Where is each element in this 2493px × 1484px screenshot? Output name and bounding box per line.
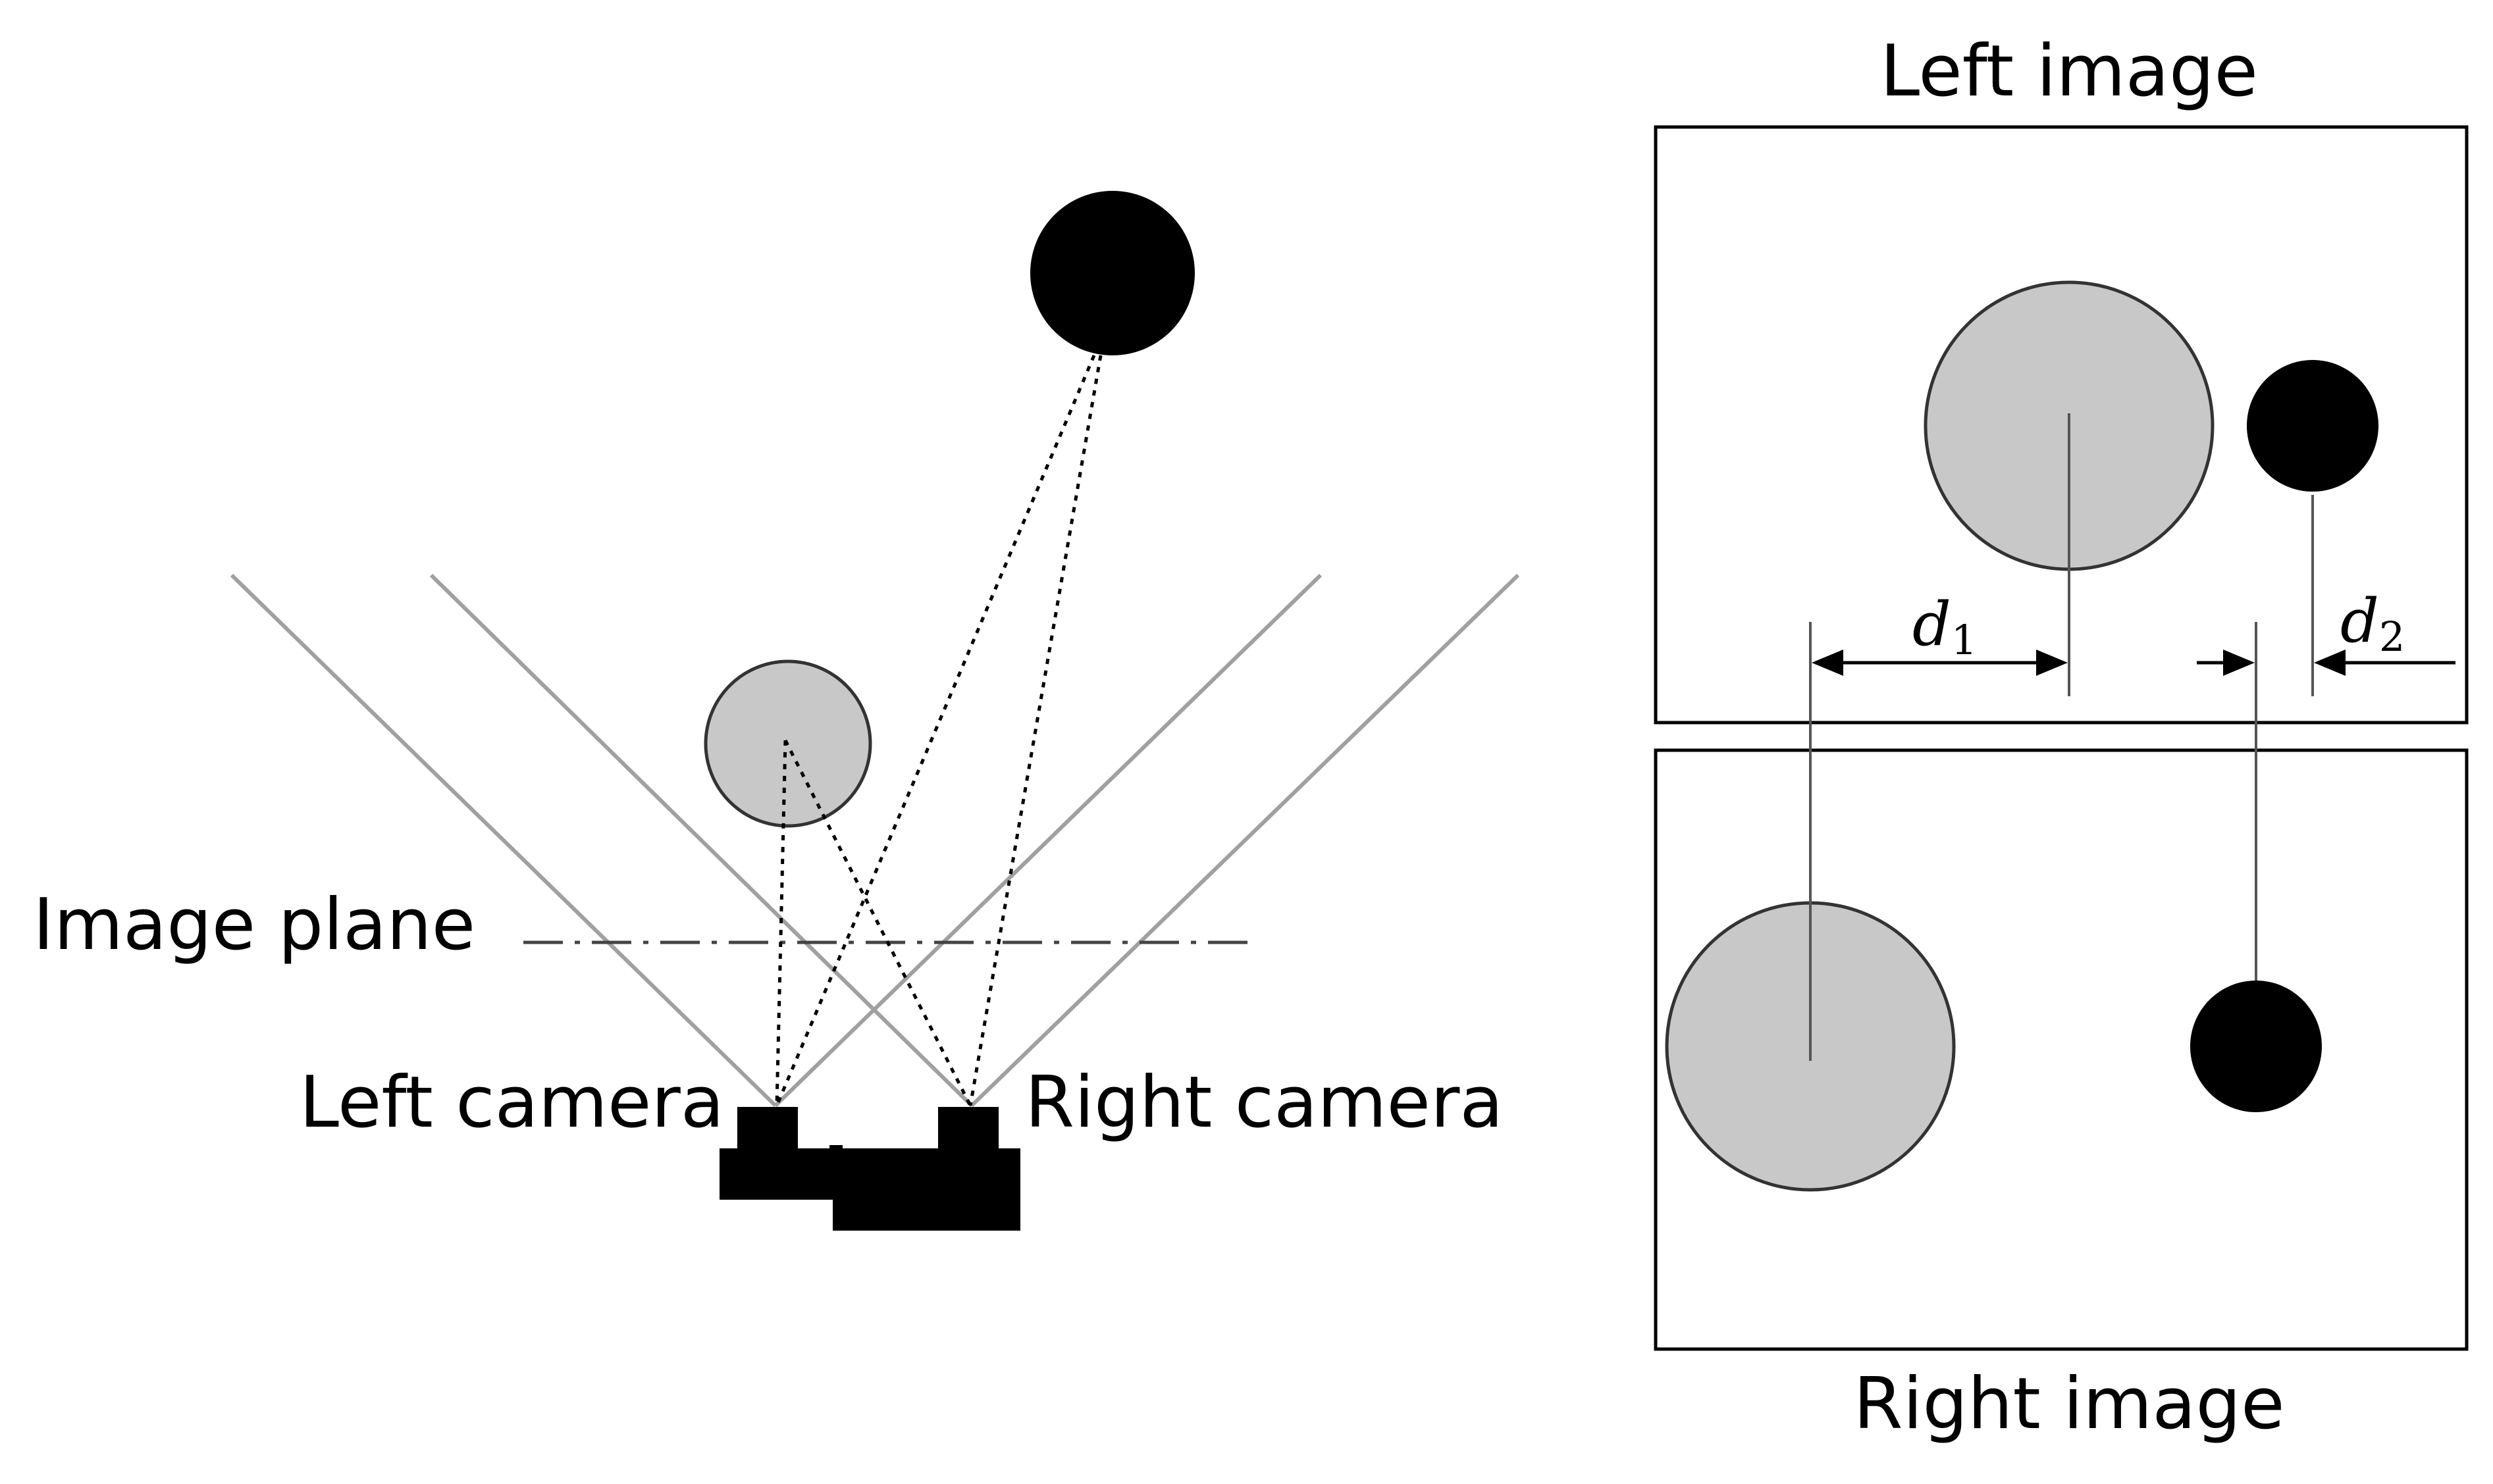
d1-label: d1 bbox=[1912, 589, 1977, 664]
camera-connector bbox=[829, 1145, 843, 1171]
ray-near-object-right-camera bbox=[783, 739, 972, 1107]
d2-arrow-head-left bbox=[2223, 650, 2255, 676]
left-camera-lens bbox=[737, 1107, 798, 1150]
d2-label: d2 bbox=[2340, 586, 2405, 661]
left-image-far-object bbox=[2247, 360, 2378, 492]
d1-symbol: d bbox=[1912, 589, 1951, 659]
right-camera-body bbox=[833, 1148, 1020, 1231]
d1-subscript: 1 bbox=[1951, 616, 1977, 664]
field-of-view-lines bbox=[230, 573, 1520, 1108]
d1-disparity-arrow bbox=[1812, 650, 2068, 676]
scene-panel: Image plane Left camera Right camera bbox=[33, 191, 1520, 1231]
ray-far-object-left-camera bbox=[775, 355, 1096, 1106]
ray-near-object-left-camera bbox=[775, 740, 787, 1106]
right-image-title: Right image bbox=[1853, 1363, 2284, 1445]
ray-far-object-right-camera bbox=[968, 355, 1103, 1106]
right-camera-fov-right-edge bbox=[970, 573, 1520, 1108]
right-camera-label: Right camera bbox=[1025, 1062, 1504, 1144]
left-camera-label: Left camera bbox=[300, 1062, 724, 1144]
d2-subscript: 2 bbox=[2379, 613, 2405, 661]
projection-rays bbox=[775, 355, 1103, 1107]
left-camera-fov-left-edge bbox=[230, 573, 777, 1108]
left-image-frame bbox=[1654, 125, 2469, 725]
right-camera-lens bbox=[938, 1107, 999, 1150]
left-image-title: Left image bbox=[1880, 30, 2258, 113]
right-camera-fov-left-edge bbox=[429, 573, 974, 1108]
images-panel: d1 d2 Left image Right image bbox=[1654, 30, 2469, 1445]
d2-disparity-arrow bbox=[2197, 650, 2455, 676]
d1-arrow-head-left bbox=[1812, 650, 1843, 676]
d2-symbol: d bbox=[2340, 586, 2379, 656]
d1-arrow-head-right bbox=[2036, 650, 2068, 676]
d2-arrow-head-right bbox=[2314, 650, 2346, 676]
left-camera-fov-right-edge bbox=[774, 573, 1323, 1108]
far-object bbox=[1030, 191, 1195, 355]
right-image-frame bbox=[1654, 748, 2469, 1351]
left-camera-body bbox=[720, 1148, 835, 1200]
right-image-far-object bbox=[2190, 981, 2322, 1112]
center-reference-lines bbox=[1809, 413, 2314, 1061]
image-plane-label: Image plane bbox=[33, 884, 475, 966]
camera-rig bbox=[720, 1107, 1020, 1231]
